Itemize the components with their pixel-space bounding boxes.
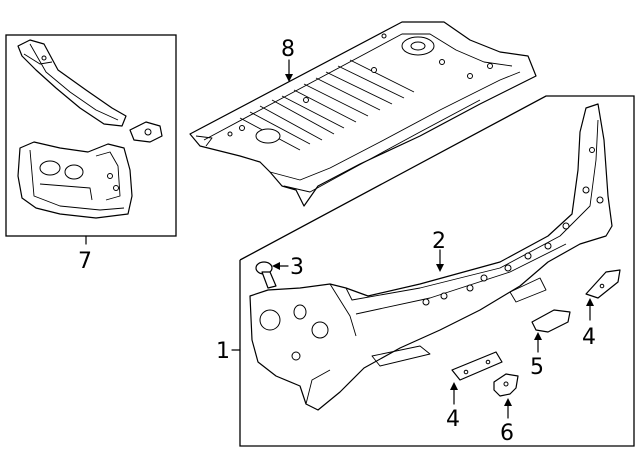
inset-box-part-7 — [5, 34, 177, 245]
callout-5: 5 — [530, 355, 544, 380]
part-3-clip[interactable] — [255, 261, 277, 289]
callout-4-right: 4 — [582, 325, 596, 350]
callout-1: 1 — [216, 339, 230, 364]
callout-6: 6 — [500, 421, 514, 446]
part-5-bracket[interactable] — [531, 309, 571, 333]
part-8-rear-floor-pan[interactable] — [189, 21, 537, 207]
callout-2: 2 — [432, 229, 446, 254]
part-4-bracket-lower[interactable] — [451, 351, 503, 381]
part-6-hinge-bracket[interactable] — [493, 373, 519, 397]
callout-3: 3 — [290, 255, 304, 280]
main-box-part-1 — [231, 95, 635, 447]
callout-8: 8 — [281, 37, 295, 62]
part-7-bracket[interactable] — [129, 121, 163, 143]
callout-7: 7 — [78, 249, 92, 274]
part-4-bracket-right[interactable] — [585, 269, 621, 299]
callout-4-lower: 4 — [446, 407, 460, 432]
part-1-rear-panel-assembly[interactable] — [249, 103, 613, 411]
part-7-rail[interactable] — [17, 39, 127, 127]
part-7-side-panel[interactable] — [17, 141, 133, 219]
leader-lines — [272, 59, 594, 419]
